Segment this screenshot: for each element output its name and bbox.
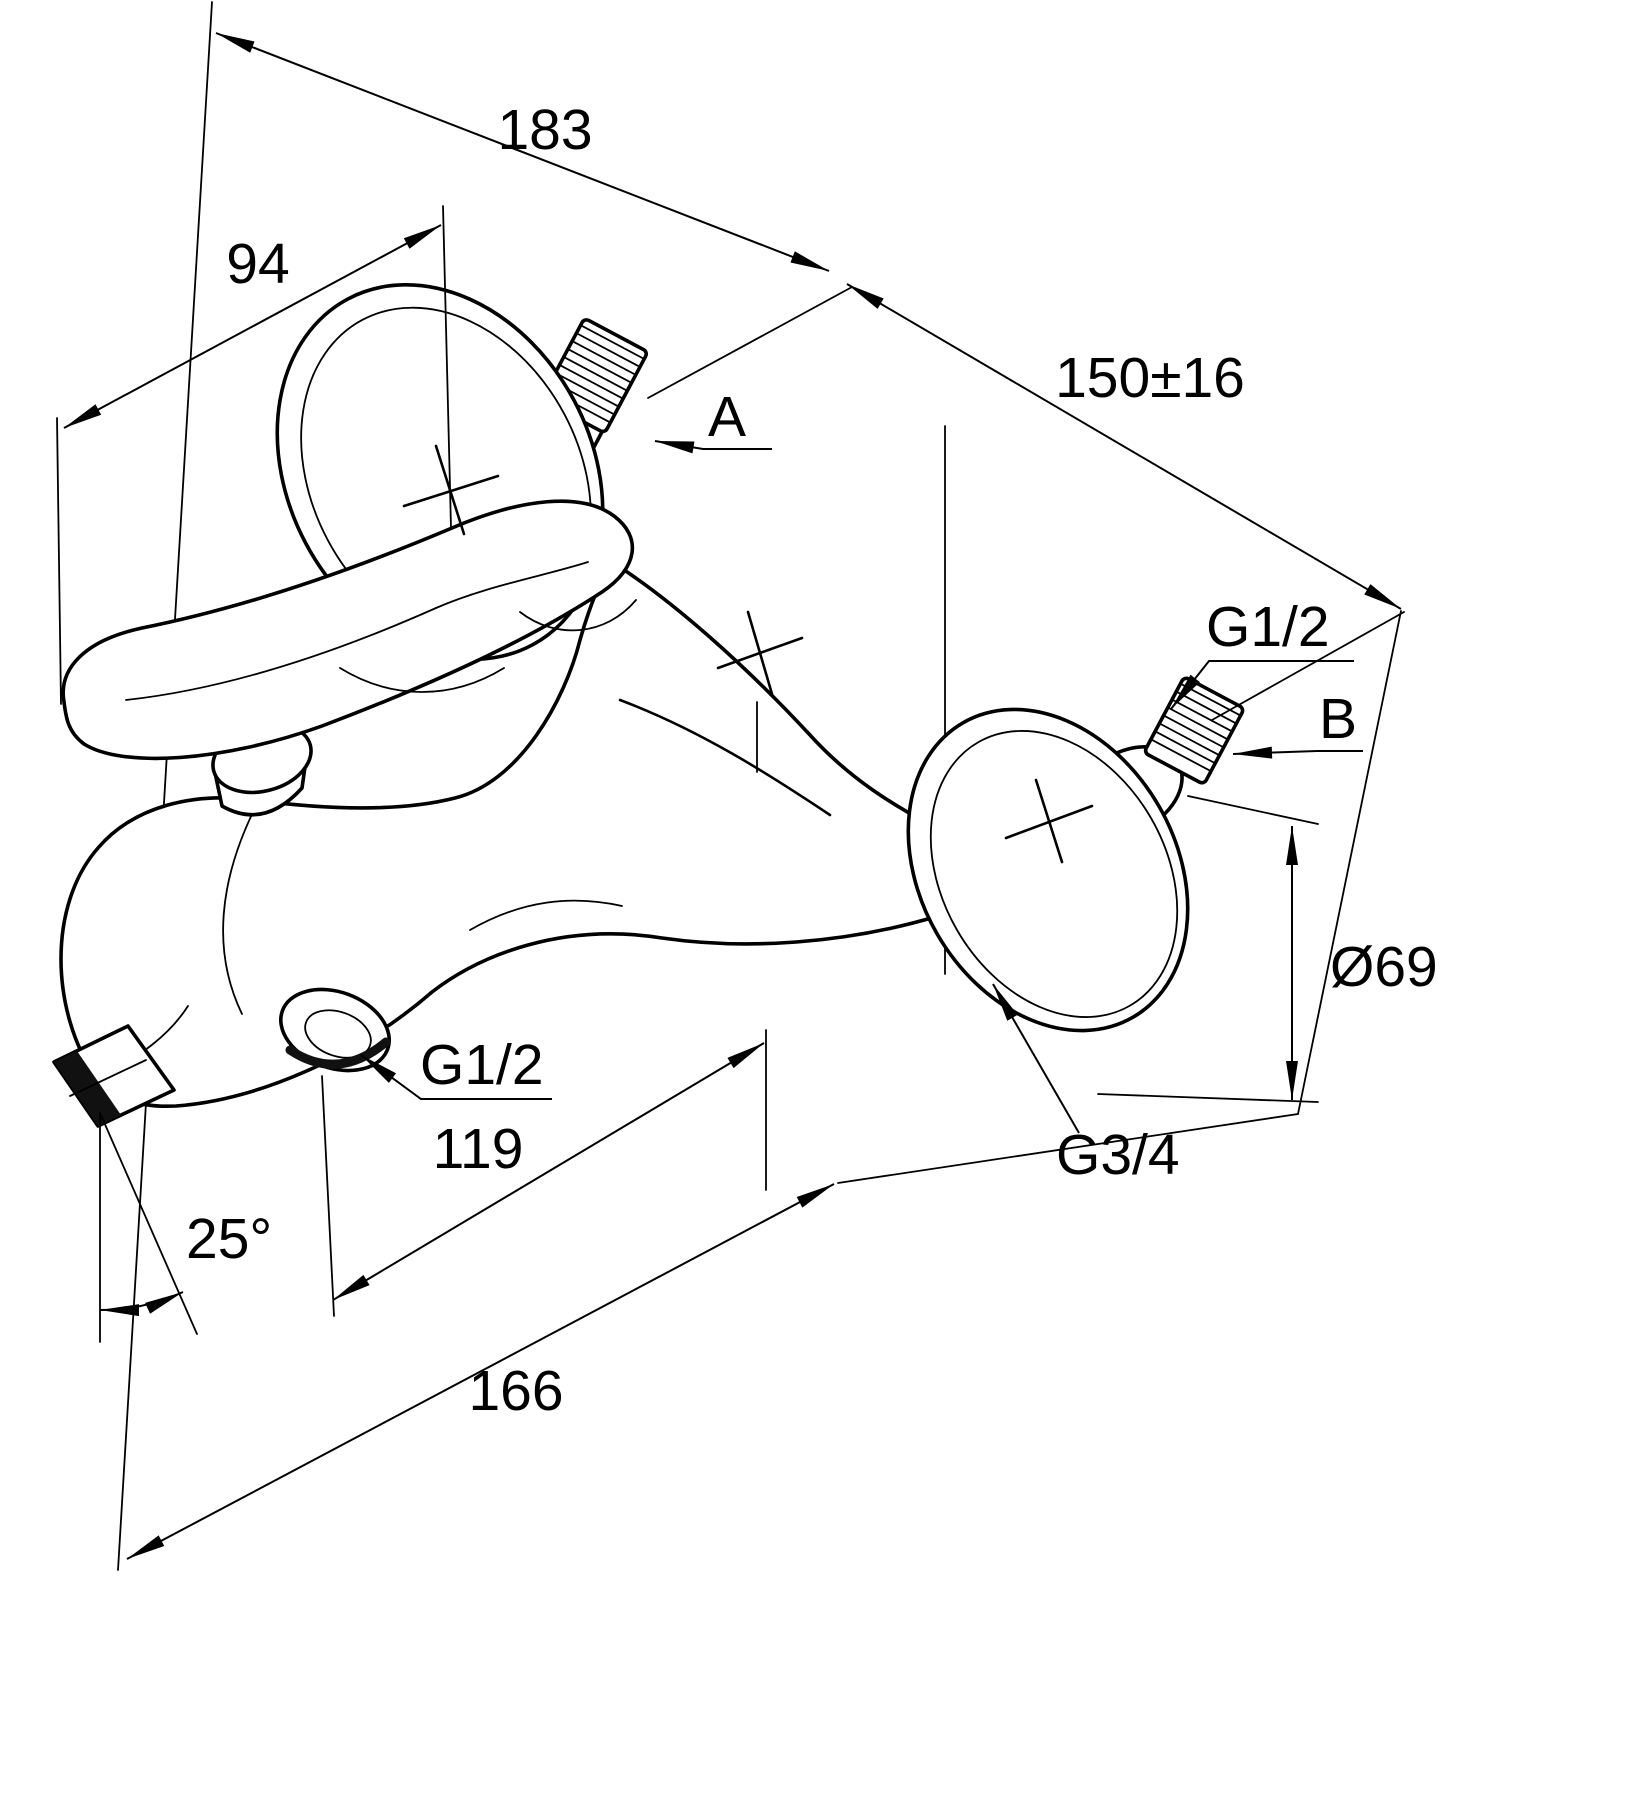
handle-blade xyxy=(61,499,635,761)
body-crease-line xyxy=(618,698,832,817)
ext-150-right xyxy=(1211,611,1405,721)
dim-label-150: 150±16 xyxy=(1055,346,1245,410)
right-inlet-nipple xyxy=(1143,676,1245,785)
mid-center-mark-2 xyxy=(716,636,804,670)
leader-g12-outlet xyxy=(360,1054,552,1100)
ext-94-left xyxy=(56,417,62,705)
ref-label-a: A xyxy=(708,385,746,449)
dim-label-d69: Ø69 xyxy=(1330,935,1438,999)
handle-under-curve xyxy=(339,667,505,693)
right-connection xyxy=(906,676,1245,1033)
body-under-line xyxy=(469,899,623,931)
ext-d69-bottom xyxy=(1097,1093,1319,1103)
handle-ridge-2 xyxy=(435,561,589,609)
dim-label-183: 183 xyxy=(497,98,592,162)
dim-line-183 xyxy=(215,32,830,272)
leader-g34 xyxy=(992,983,1080,1134)
spout-inner-line xyxy=(222,801,259,1015)
dim-label-119: 119 xyxy=(433,1117,524,1181)
ext-150-left xyxy=(647,286,853,399)
ext-119-left xyxy=(321,1075,335,1317)
dimension-lines xyxy=(63,32,1402,1560)
dimension-labels: 183 94 150±16 A G1/2 B Ø69 G1/2 119 G3/4… xyxy=(186,98,1438,1423)
thread-label-g12-outlet: G1/2 xyxy=(420,1033,544,1097)
thread-label-g12-wall: G1/2 xyxy=(1206,595,1330,659)
right-center-mark-2 xyxy=(1004,804,1094,840)
right-flange-outer xyxy=(906,707,1190,1033)
ref-label-b: B xyxy=(1319,687,1357,751)
right-flange-rim xyxy=(929,730,1179,1018)
angle-label-25: 25° xyxy=(186,1207,272,1271)
leader-lines xyxy=(360,440,1363,1134)
spout-aerator xyxy=(52,1024,176,1128)
leader-a xyxy=(654,440,772,454)
ext-d69-top xyxy=(1187,795,1319,825)
dim-label-166: 166 xyxy=(468,1359,563,1423)
handle-cap-seam xyxy=(519,599,637,632)
leader-b xyxy=(1232,746,1363,759)
faucet xyxy=(52,283,1245,1128)
dim-line-94 xyxy=(63,224,442,429)
angle-spout-line xyxy=(99,1112,198,1335)
wall-plane-bottom-edge xyxy=(837,1113,1299,1184)
wall-plane-right-edge xyxy=(1297,610,1402,1115)
diverter-knob xyxy=(211,721,313,817)
dim-line-150 xyxy=(846,283,1402,610)
handle-ridge-1 xyxy=(125,607,437,701)
lever-handle xyxy=(61,499,637,761)
dim-line-166 xyxy=(126,1183,835,1560)
dim-label-94: 94 xyxy=(226,232,289,296)
leader-g12-wall xyxy=(1170,660,1354,710)
wall-plane-left-edge xyxy=(117,1,213,1571)
angle-arc xyxy=(99,1291,184,1317)
angle-dimension xyxy=(99,1112,198,1343)
aerator-seam xyxy=(69,1059,147,1097)
left-center-mark-2 xyxy=(402,474,500,508)
thread-label-g34: G3/4 xyxy=(1056,1123,1180,1187)
